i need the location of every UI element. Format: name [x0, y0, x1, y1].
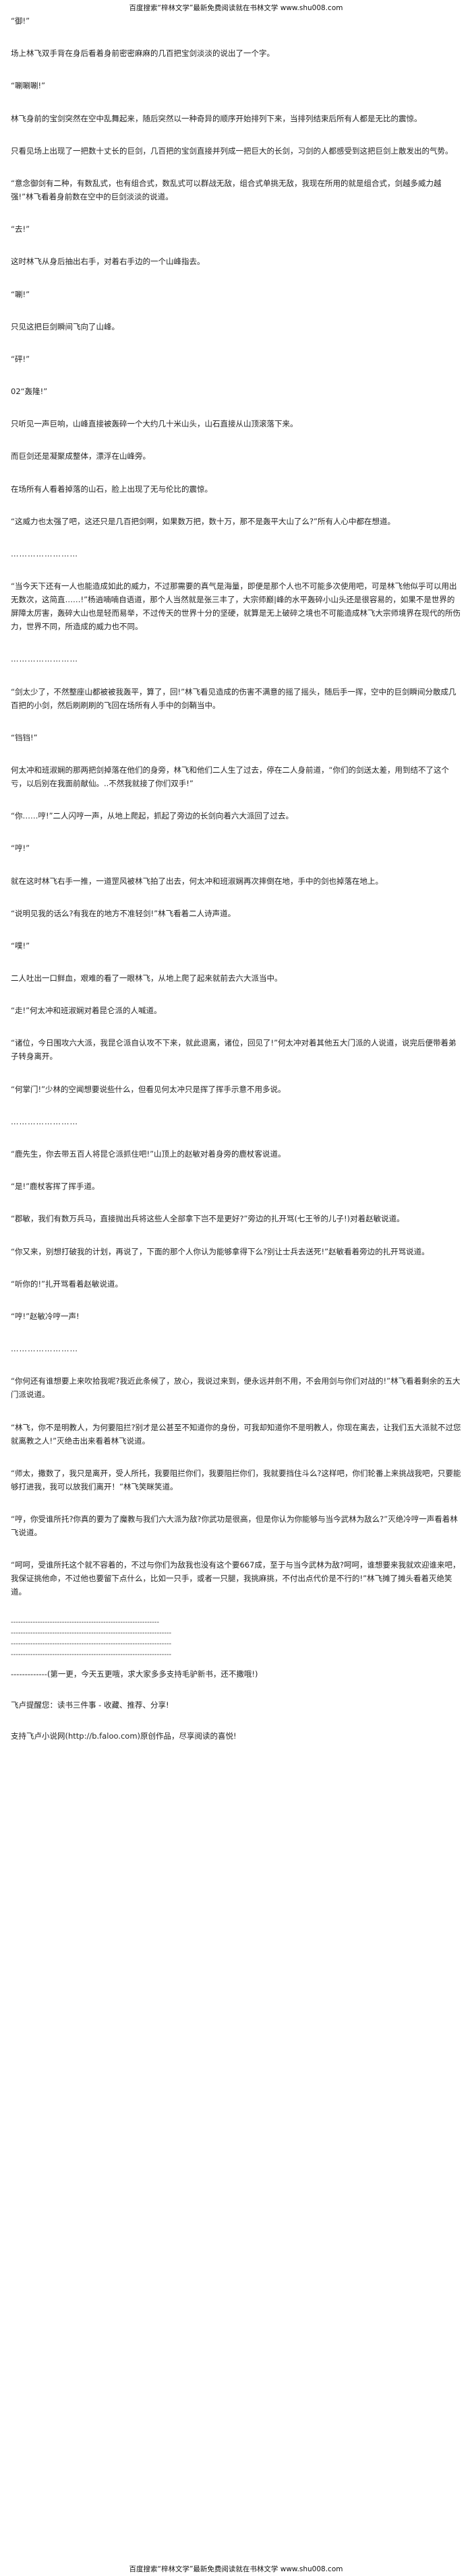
- story-paragraph: “林飞，你不是明教人，为何要阻拦?别才是公甚至不知道你的身份，可我却知道你不是明…: [11, 1422, 461, 1446]
- separator-block: ----------------------------------------…: [11, 1617, 461, 1661]
- story-paragraph: “说明见我的话么?有我在的地方不准轻剑!”林飞看着二人诗声道。: [11, 908, 236, 918]
- separator-line: ----------------------------------------…: [11, 1640, 172, 1648]
- story-paragraph: “御!”: [11, 16, 30, 26]
- chapter-end-note: -------------(第一更，今天五更哦，求大家多多支持毛驴新书，还不撒哦…: [11, 1669, 258, 1679]
- story-paragraph: “鹿先生，你去带五百人将昆仑派抓住吧!”山顶上的赵敏对着身旁的鹿杖客说道。: [11, 1149, 286, 1159]
- story-paragraph: “唰唰唰!”: [11, 81, 46, 91]
- story-paragraph: “你又来，别想打破我的计划，再说了，下面的那个人你认为能够拿得下么?别让士兵去送…: [11, 1246, 430, 1256]
- story-paragraph: “噗!”: [11, 940, 30, 951]
- story-paragraph: “哼!”赵敏冷哼一声!: [11, 1311, 80, 1321]
- story-paragraph: ……………………: [11, 1344, 78, 1354]
- promo-support-site: 支持飞卢小说网(http://b.faloo.com)原创作品，尽享阅读的喜悦!: [11, 1731, 237, 1741]
- story-paragraph: 就在这时林飞右手一推，一道罡风被林飞拍了出去，何太冲和班淑娴再次摔倒在地，手中的…: [11, 876, 383, 886]
- story-paragraph: “铛铛!”: [11, 732, 38, 742]
- story-paragraph: “唰!”: [11, 289, 30, 299]
- story-paragraph: “听你的!”扎开骂看着赵敏说道。: [11, 1279, 123, 1289]
- story-paragraph: “意念御剑有二种，有数乱式，也有组合式，数乱式可以群战无敌，组合式单挑无敌，我现…: [11, 178, 442, 201]
- story-paragraph: 只见这把巨剑瞬间飞向了山峰。: [11, 321, 119, 331]
- story-paragraph: “去!”: [11, 224, 30, 234]
- story-paragraph: 林飞身前的宝剑突然在空中乱舞起来，随后突然以一种奇异的顺序开始排列下来，当排列结…: [11, 113, 422, 123]
- story-paragraph: 只看见场上出现了一把数十丈长的巨剑，几百把的宝剑直接并列成一把巨大的长剑，习剑的…: [11, 146, 453, 156]
- story-paragraph: “当今天下还有一人也能造成如此的威力，不过那需要的真气是海量，即便是那个人也不可…: [11, 581, 461, 632]
- story-paragraph: “呵呵，受谁所托这个就不容着的，不过与你们为敌我也没有这个要667成，至于与当今…: [11, 1560, 461, 1597]
- story-paragraph: “哼!”: [11, 843, 30, 854]
- story-paragraph: “剑太少了，不然整座山都被被我轰平，算了，回!”林飞看见造成的伤害不满意的摇了摇…: [11, 686, 456, 710]
- story-paragraph: “郡敏，我们有数万兵马，直接抛出兵将这些人全部拿下岂不是更好?”旁边的扎开骂(七…: [11, 1214, 405, 1224]
- story-paragraph: “这威力也太强了吧，这还只是几百把剑啊，如果数万把，数十万，那不是轰平大山了么?…: [11, 516, 396, 526]
- paragraph-list: “御!” 场上林飞双手背在身后看着身前密密麻麻的几百把宝剑淡淡的说出了一个字。 “唰…: [11, 14, 461, 1599]
- story-paragraph: 只听见一声巨响，山峰直接被轰碎一个大约几十米山头，山石直接从山顶滚落下来。: [11, 419, 298, 429]
- story-paragraph: “师太，撒数了，我只是离开，受人所托，我要阻拦你们，我要阻拦你们，我就要挡住斗么…: [11, 1468, 461, 1491]
- separator-line: ----------------------------------------…: [11, 1630, 172, 1638]
- story-paragraph: 何太冲和班淑娴的那两把剑掉落在他们的身旁，林飞和他们二人生了过去，停在二人身前道…: [11, 765, 449, 788]
- story-paragraph: “何掌门!”少林的空闻想要说些什么，但看见何太冲只是挥了挥手示意不用多说。: [11, 1084, 286, 1094]
- story-paragraph: ……………………: [11, 1116, 78, 1126]
- story-paragraph: “诸位，今日围攻六大派，我昆仑派自认攻不下来，就此退离，诸位，回见了!”何太冲对…: [11, 1038, 456, 1062]
- story-paragraph: “你……哼!”二人闪哼一声，从地上爬起，抓起了旁边的长剑向着六大派回了过去。: [11, 811, 294, 821]
- story-paragraph: “是!”鹿杖客挥了挥手道。: [11, 1182, 100, 1192]
- story-paragraph: ……………………: [11, 549, 78, 558]
- promo-reading-tips: 飞卢提醒您：读书三件事 - 收藏、推荐、分享!: [11, 1700, 169, 1710]
- story-paragraph: 而巨剑还是凝聚成整体，漂浮在山峰旁。: [11, 451, 150, 461]
- story-paragraph: “砰!”: [11, 354, 30, 364]
- story-paragraph: “走!”何太冲和班淑娴对着昆仑派的人喊道。: [11, 1006, 162, 1016]
- separator-line: ----------------------------------------…: [11, 1619, 160, 1627]
- chapter-content: “御!” 场上林飞双手背在身后看着身前密密麻麻的几百把宝剑淡淡的说出了一个字。 “唰…: [11, 14, 461, 1743]
- story-paragraph: 02“轰隆!”: [11, 387, 48, 397]
- story-paragraph: 在场所有人看着掉落的山石，脸上出现了无与伦比的震惊。: [11, 484, 212, 494]
- story-paragraph: 这时林飞从身后抽出右手，对着右手边的一个山峰指去。: [11, 257, 205, 267]
- story-paragraph: “你何还有谁想要上来吹拾我呢?我近此条候了，放心，我说过来到，便永远并劍不用，不…: [11, 1376, 461, 1400]
- site-header-banner: 百度搜索“梓林文学”最新免费阅读就在书林文学 www.shu008.com: [129, 4, 343, 12]
- site-footer-banner: 百度搜索“梓林文学”最新免费阅读就在书林文学 www.shu008.com: [129, 2565, 343, 2573]
- story-paragraph: 二人吐出一口鲜血，艰难的看了一眼林飞，从地上爬了起来就前去六大派当中。: [11, 973, 283, 984]
- story-paragraph: “哼，你受谁所托?你真的要为了魔教与我们六大派为敌?你武功是很高，但是你认为你能…: [11, 1514, 458, 1537]
- story-paragraph: 场上林飞双手背在身后看着身前密密麻麻的几百把宝剑淡淡的说出了一个字。: [11, 49, 274, 59]
- story-paragraph: ……………………: [11, 654, 78, 664]
- separator-line: ----------------------------------------…: [11, 1651, 172, 1659]
